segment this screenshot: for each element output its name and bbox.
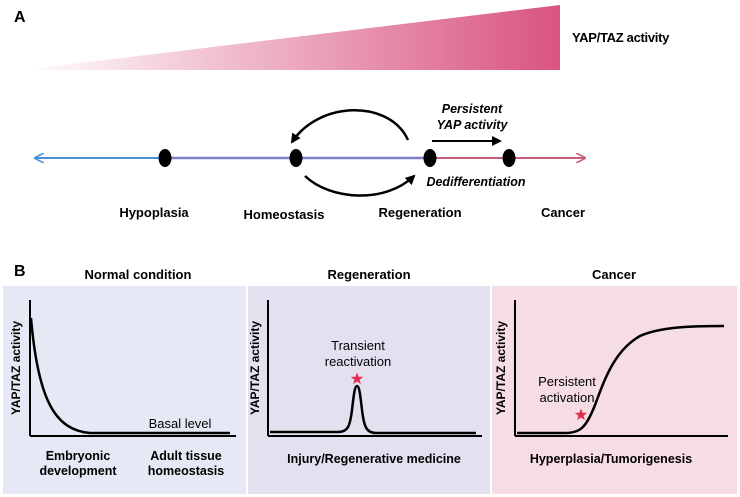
cancer-ylabel: YAP/TAZ activity — [494, 321, 508, 415]
regeneration-star-icon — [350, 372, 364, 385]
forward-arrow — [304, 174, 416, 197]
gradient-label: YAP/TAZ activity — [572, 30, 670, 45]
persistent-activation-line2: activation — [540, 390, 595, 405]
adult-label-line1: Adult tissue — [150, 449, 222, 463]
persistent-label-line2: YAP activity — [437, 118, 509, 132]
state-label-cancer: Cancer — [541, 205, 585, 220]
transient-label-line2: reactivation — [325, 354, 391, 369]
state-label-homeostasis: Homeostasis — [244, 207, 325, 222]
regeneration-dot — [423, 149, 437, 167]
homeostasis-dot — [289, 149, 303, 167]
cancer-star-icon — [574, 408, 588, 421]
cancer-xlabel: Hyperplasia/Tumorigenesis — [530, 452, 692, 466]
state-label-hypoplasia: Hypoplasia — [119, 205, 189, 220]
persistent-label-line1: Persistent — [442, 102, 503, 116]
adult-label-line2: homeostasis — [148, 464, 224, 478]
panel-a-letter: A — [14, 9, 26, 26]
regeneration-ylabel: YAP/TAZ activity — [248, 321, 262, 415]
embryonic-label-line1: Embryonic — [46, 449, 111, 463]
basal-level-label: Basal level — [149, 416, 212, 431]
cancer-curve — [517, 324, 725, 435]
embryonic-label-line2: development — [39, 464, 117, 478]
cancer-panel-bg — [492, 286, 737, 494]
panel-b-letter: B — [14, 263, 26, 280]
regeneration-xlabel: Injury/Regenerative medicine — [287, 452, 461, 466]
cancer-title: Cancer — [592, 267, 636, 282]
transient-label-line1: Transient — [331, 338, 385, 353]
hypoplasia-dot — [158, 149, 172, 167]
persistent-activation-line1: Persistent — [538, 374, 596, 389]
activity-gradient-wedge — [22, 5, 560, 70]
dedifferentiation-label: Dedifferentiation — [426, 175, 525, 189]
state-label-regeneration: Regeneration — [378, 205, 461, 220]
normal-curve — [29, 317, 230, 435]
normal-ylabel: YAP/TAZ activity — [9, 321, 23, 415]
return-arrow — [290, 109, 410, 144]
regeneration-curve — [270, 384, 476, 435]
regeneration-panel-bg — [248, 286, 490, 494]
regeneration-title: Regeneration — [327, 267, 410, 282]
normal-title: Normal condition — [85, 267, 192, 282]
cancer-dot — [502, 149, 516, 167]
